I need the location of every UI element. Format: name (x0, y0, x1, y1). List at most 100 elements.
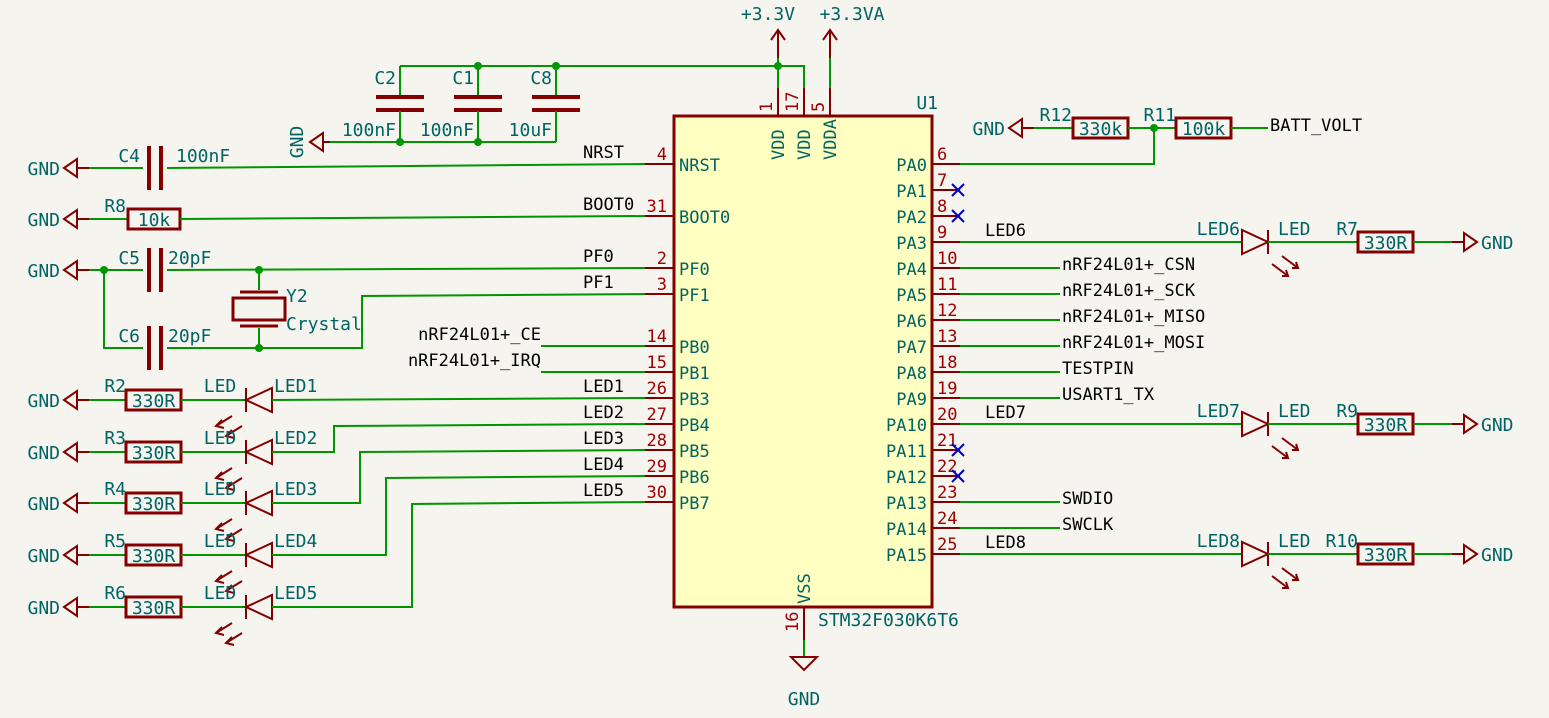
led-triangle (243, 489, 273, 517)
capacitor-value: 100nF (420, 120, 474, 141)
u1-pin-name: VDDA (821, 119, 841, 160)
net-label: NRST (583, 143, 624, 163)
resistor-value: 330R (132, 494, 176, 515)
u1-pin-name: NRST (679, 156, 720, 176)
gnd-symbol (62, 259, 78, 281)
u1-ref: U1 (916, 93, 938, 114)
u1-pin-name: PA4 (896, 260, 927, 280)
u1-pin-name: PA9 (896, 390, 927, 410)
wire (179, 215, 646, 220)
resistor-value: 330R (132, 546, 176, 567)
net-label: nRF24L01+_SCK (1062, 281, 1196, 301)
u1-pin-number: 17 (783, 92, 803, 112)
led-ref: LED6 (1197, 219, 1240, 240)
u1-pin-number: 29 (647, 457, 667, 477)
gnd-label: GND (788, 689, 821, 710)
gnd-label: GND (27, 159, 60, 180)
gnd-symbol (1463, 543, 1479, 565)
led-arrow-head (1282, 581, 1290, 589)
led-value: LED (1278, 401, 1311, 422)
net-label: nRF24L01+_CSN (1062, 255, 1195, 275)
u1-pin-name: PA3 (896, 234, 927, 254)
u1-pin-name: PB5 (679, 442, 710, 462)
u1-pin-name: PF1 (679, 286, 710, 306)
crystal-value: Crystal (286, 314, 362, 335)
u1-pin-number: 2 (657, 249, 667, 269)
u1-pin-number: 7 (937, 171, 947, 191)
u1-pin-number: 27 (647, 405, 667, 425)
capacitor-ref: C6 (118, 326, 140, 347)
gnd-symbol (308, 131, 324, 153)
u1-pin-number: 8 (937, 197, 947, 217)
resistor-ref: R7 (1336, 219, 1358, 240)
led-ref: LED7 (1197, 401, 1240, 422)
wire (778, 65, 805, 88)
led-value: LED (204, 583, 237, 604)
led-arrow (1281, 437, 1299, 451)
net-label: nRF24L01+_CE (418, 325, 541, 345)
u1-pin-number: 9 (937, 223, 947, 243)
u1-pin-number: 19 (937, 379, 957, 399)
net-label: LED7 (985, 403, 1026, 423)
u1-pin-number: 18 (937, 353, 957, 373)
resistor-value: 10k (138, 210, 171, 231)
led-triangle (1241, 410, 1271, 438)
net-label: BATT_VOLT (1270, 116, 1362, 136)
resistor-value: 330R (1364, 233, 1408, 254)
led-arrow-head (214, 419, 225, 429)
gnd-label: GND (1481, 545, 1514, 566)
led-value: LED (204, 428, 237, 449)
u1-pin-number: 3 (657, 275, 667, 295)
led-arrow-head (224, 429, 235, 439)
led-triangle (243, 438, 273, 466)
wire (103, 270, 143, 349)
gnd-symbol (1007, 117, 1023, 139)
net-label: BOOT0 (583, 195, 634, 215)
wire (272, 423, 646, 453)
u1-pin-number: 26 (647, 379, 667, 399)
gnd-label: GND (27, 391, 60, 412)
gnd-label: GND (27, 546, 60, 567)
led-triangle (243, 541, 273, 569)
u1-pin-number: 16 (783, 612, 803, 632)
u1-pin-name: PB6 (679, 468, 710, 488)
led-arrow-head (1292, 443, 1300, 451)
power-arrow (822, 28, 838, 41)
net-label: LED5 (583, 481, 624, 501)
net-label: nRF24L01+_MISO (1062, 307, 1205, 327)
u1-pin-number: 10 (937, 249, 957, 269)
resistor-value: 330R (1364, 415, 1408, 436)
gnd-symbol (62, 544, 78, 566)
net-label: SWDIO (1062, 489, 1113, 509)
u1-pin-number: 15 (647, 353, 667, 373)
u1-pin-name: PA2 (896, 208, 927, 228)
u1-value: STM32F030K6T6 (818, 610, 959, 631)
led-arrow (1271, 575, 1289, 589)
u1-pin-number: 31 (647, 197, 667, 217)
led-triangle (243, 593, 273, 621)
led-ref: LED1 (274, 376, 317, 397)
power-label: +3.3V (741, 4, 795, 25)
net-label: nRF24L01+_IRQ (408, 351, 541, 371)
gnd-label: GND (972, 119, 1005, 140)
u1-pin-name: PA0 (896, 156, 927, 176)
led-arrow-head (1292, 573, 1300, 581)
u1-pin-name: PA13 (886, 494, 927, 514)
u1-pin-name: BOOT0 (679, 208, 730, 228)
u1-pin-number: 14 (647, 327, 667, 347)
u1-pin-number: 4 (657, 145, 667, 165)
led-arrow (1271, 445, 1289, 459)
u1-body (672, 114, 934, 609)
resistor-ref: R5 (104, 531, 126, 552)
u1-pin-number: 12 (937, 301, 957, 321)
led-arrow-head (214, 626, 225, 636)
wire (166, 163, 646, 169)
led-arrow-head (224, 532, 235, 542)
net-label: LED6 (985, 221, 1026, 241)
gnd-symbol (62, 157, 78, 179)
gnd-label: GND (27, 443, 60, 464)
resistor-value: 330R (132, 443, 176, 464)
u1-pin-number: 25 (937, 535, 957, 555)
led-arrow (1281, 567, 1299, 581)
led-arrow-head (1282, 451, 1290, 459)
